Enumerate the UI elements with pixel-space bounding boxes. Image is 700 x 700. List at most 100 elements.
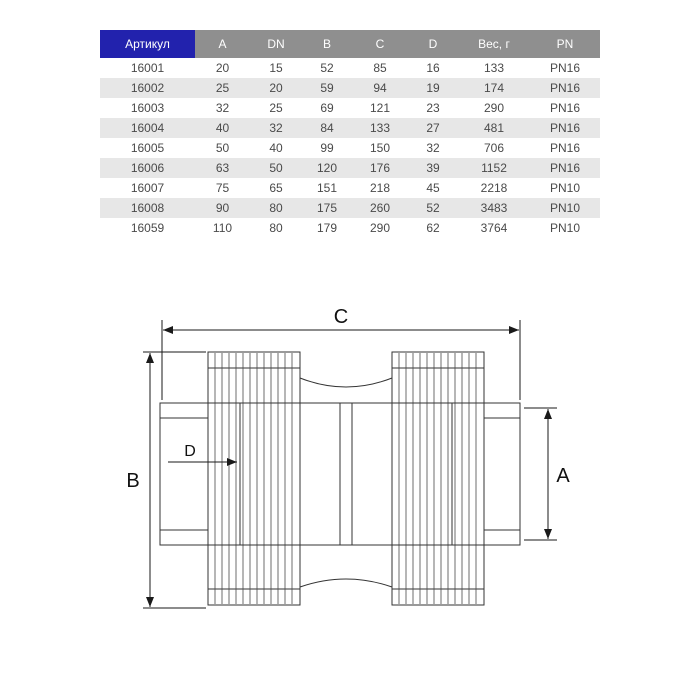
left-knurl-pattern bbox=[214, 353, 293, 604]
table-cell: 16005 bbox=[100, 138, 195, 158]
table-cell: 32 bbox=[408, 138, 458, 158]
center-body bbox=[299, 377, 393, 588]
table-cell: 45 bbox=[408, 178, 458, 198]
table-cell: 15 bbox=[250, 58, 302, 78]
dim-label-b: B bbox=[126, 470, 139, 492]
table-cell: 16059 bbox=[100, 218, 195, 238]
table-cell: 84 bbox=[302, 118, 352, 138]
table-cell: 27 bbox=[408, 118, 458, 138]
table-cell: 16002 bbox=[100, 78, 195, 98]
table-cell: 150 bbox=[352, 138, 408, 158]
table-cell: 59 bbox=[302, 78, 352, 98]
right-union-nut bbox=[391, 351, 485, 606]
table-cell: PN16 bbox=[530, 58, 600, 78]
table-cell: 3764 bbox=[458, 218, 530, 238]
table-cell: PN16 bbox=[530, 158, 600, 178]
table-cell: PN10 bbox=[530, 198, 600, 218]
right-socket bbox=[483, 402, 521, 546]
table-cell: 40 bbox=[250, 138, 302, 158]
dimension-b: B bbox=[126, 351, 206, 609]
table-cell: 32 bbox=[195, 98, 250, 118]
table-cell: PN16 bbox=[530, 138, 600, 158]
table-cell: 16006 bbox=[100, 158, 195, 178]
valve-drawing: C B A D bbox=[126, 306, 570, 609]
header-b: B bbox=[302, 30, 352, 58]
table-cell: 133 bbox=[458, 58, 530, 78]
table-cell: 16003 bbox=[100, 98, 195, 118]
table-cell: 179 bbox=[302, 218, 352, 238]
header-weight: Вес, г bbox=[458, 30, 530, 58]
table-cell: 290 bbox=[458, 98, 530, 118]
table-cell: 3483 bbox=[458, 198, 530, 218]
table-cell: 75 bbox=[195, 178, 250, 198]
table-cell: 20 bbox=[195, 58, 250, 78]
header-article: Артикул bbox=[100, 30, 195, 58]
table-cell: 90 bbox=[195, 198, 250, 218]
table-cell: PN16 bbox=[530, 98, 600, 118]
table-cell: PN10 bbox=[530, 178, 600, 198]
left-union-nut bbox=[207, 351, 301, 606]
dim-label-d: D bbox=[184, 443, 196, 460]
table-cell: 19 bbox=[408, 78, 458, 98]
spec-table-head: Артикул A DN B C D Вес, г PN bbox=[100, 30, 600, 58]
table-cell: 706 bbox=[458, 138, 530, 158]
table-cell: 133 bbox=[352, 118, 408, 138]
table-cell: 52 bbox=[302, 58, 352, 78]
table-cell: 174 bbox=[458, 78, 530, 98]
table-cell: 176 bbox=[352, 158, 408, 178]
table-cell: 16 bbox=[408, 58, 458, 78]
valve-body bbox=[159, 351, 521, 606]
header-row: Артикул A DN B C D Вес, г PN bbox=[100, 30, 600, 58]
table-cell: 110 bbox=[195, 218, 250, 238]
table-cell: 50 bbox=[250, 158, 302, 178]
table-cell: 69 bbox=[302, 98, 352, 118]
dim-label-a: A bbox=[556, 465, 570, 487]
table-cell: 62 bbox=[408, 218, 458, 238]
table-cell: 16004 bbox=[100, 118, 195, 138]
table-cell: PN16 bbox=[530, 118, 600, 138]
table-cell: PN10 bbox=[530, 218, 600, 238]
table-cell: 175 bbox=[302, 198, 352, 218]
table-cell: 32 bbox=[250, 118, 302, 138]
table-cell: 218 bbox=[352, 178, 408, 198]
table-cell: PN16 bbox=[530, 78, 600, 98]
left-socket bbox=[159, 402, 209, 546]
table-cell: 16007 bbox=[100, 178, 195, 198]
table-cell: 25 bbox=[250, 98, 302, 118]
table-cell: 290 bbox=[352, 218, 408, 238]
table-cell: 16008 bbox=[100, 198, 195, 218]
header-a: A bbox=[195, 30, 250, 58]
dimension-c: C bbox=[161, 306, 521, 400]
table-cell: 1152 bbox=[458, 158, 530, 178]
table-cell: 94 bbox=[352, 78, 408, 98]
table-cell: 39 bbox=[408, 158, 458, 178]
table-cell: 63 bbox=[195, 158, 250, 178]
header-pn: PN bbox=[530, 30, 600, 58]
table-cell: 20 bbox=[250, 78, 302, 98]
header-dn: DN bbox=[250, 30, 302, 58]
table-cell: 23 bbox=[408, 98, 458, 118]
table-cell: 50 bbox=[195, 138, 250, 158]
table-cell: 99 bbox=[302, 138, 352, 158]
table-cell: 85 bbox=[352, 58, 408, 78]
table-cell: 481 bbox=[458, 118, 530, 138]
table-cell: 2218 bbox=[458, 178, 530, 198]
table-cell: 16001 bbox=[100, 58, 195, 78]
table-cell: 25 bbox=[195, 78, 250, 98]
table-cell: 65 bbox=[250, 178, 302, 198]
table-cell: 80 bbox=[250, 198, 302, 218]
header-c: C bbox=[352, 30, 408, 58]
table-cell: 151 bbox=[302, 178, 352, 198]
header-d: D bbox=[408, 30, 458, 58]
